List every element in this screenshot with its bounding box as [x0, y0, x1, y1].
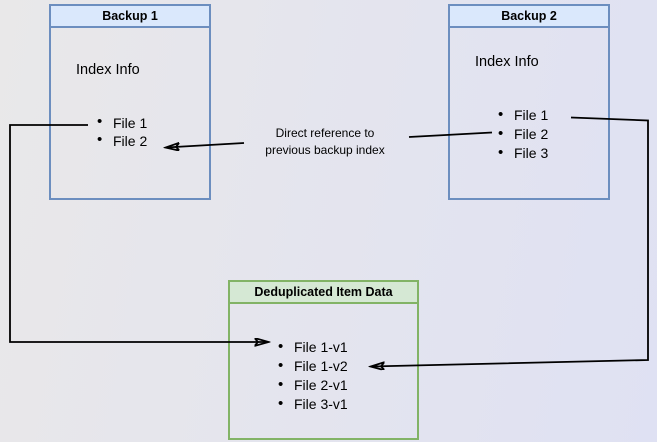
node-backup-1: Backup 1 Index Info File 1 File 2	[49, 4, 211, 200]
backup-2-file-list: File 1 File 2 File 3	[498, 105, 548, 163]
list-item: File 2-v1	[278, 375, 348, 395]
list-item: File 2	[498, 124, 548, 144]
node-backup-1-subtitle: Index Info	[76, 62, 140, 78]
list-item: File 1-v2	[278, 356, 348, 376]
list-item: File 1-v1	[278, 337, 348, 357]
reference-label-line-2: previous backup index	[265, 142, 385, 157]
node-backup-1-title: Backup 1	[102, 9, 158, 23]
node-backup-2: Backup 2 Index Info File 1 File 2 File 3	[448, 4, 610, 200]
reference-label-line-1: Direct reference to	[275, 126, 375, 140]
node-dedup-header: Deduplicated Item Data	[230, 282, 417, 304]
node-backup-2-subtitle: Index Info	[475, 54, 539, 70]
list-item: File 2	[97, 131, 147, 150]
list-item: File 1	[498, 105, 548, 125]
node-backup-2-title: Backup 2	[501, 9, 557, 23]
node-dedup-title: Deduplicated Item Data	[254, 285, 393, 299]
node-backup-1-header: Backup 1	[51, 6, 209, 28]
reference-label: Direct reference to previous backup inde…	[243, 125, 407, 158]
list-item: File 3-v1	[278, 394, 348, 414]
list-item: File 3	[498, 143, 548, 163]
node-backup-2-header: Backup 2	[450, 6, 608, 28]
dedup-file-list: File 1-v1 File 1-v2 File 2-v1 File 3-v1	[278, 337, 348, 414]
node-deduplicated-item-data: Deduplicated Item Data File 1-v1 File 1-…	[228, 280, 419, 440]
list-item: File 1	[97, 113, 147, 132]
backup-1-file-list: File 1 File 2	[97, 113, 147, 150]
